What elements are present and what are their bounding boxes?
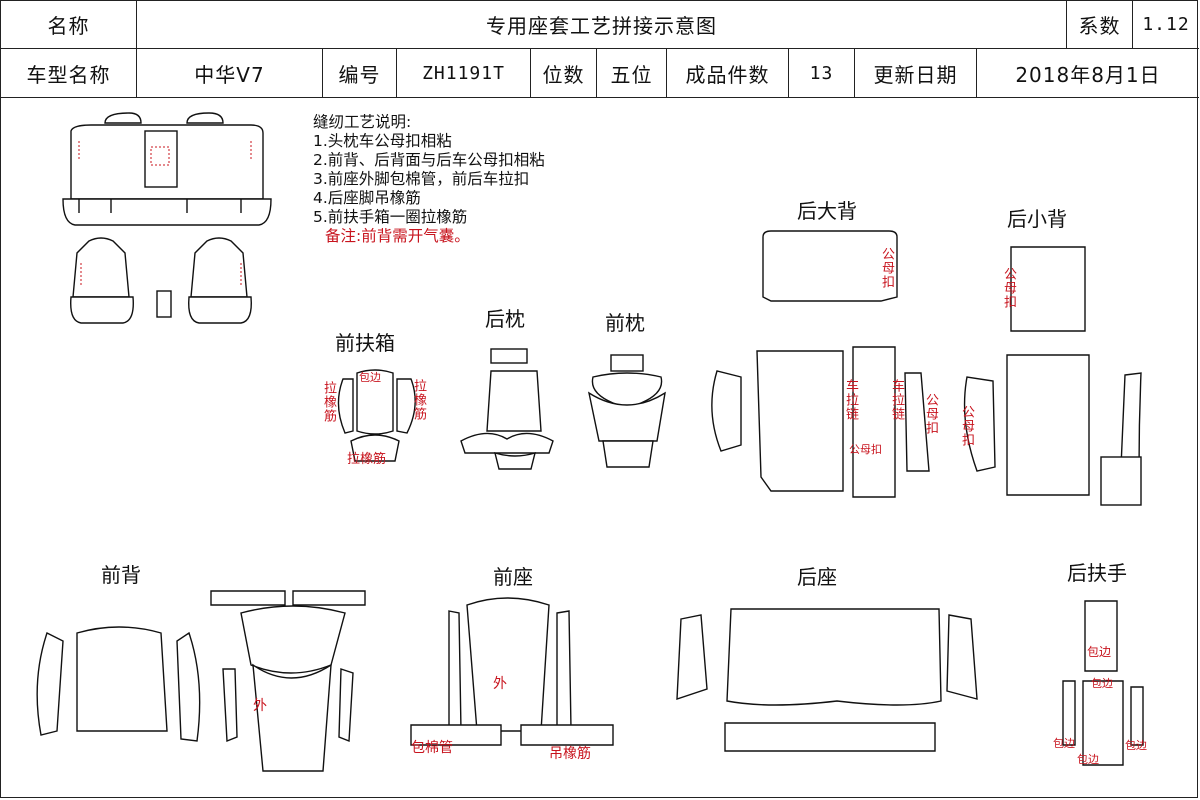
pieces-label: 成品件数 [667, 49, 789, 98]
section-rear-small-back: 后小背 [1007, 207, 1067, 231]
model-label: 车型名称 [1, 49, 137, 98]
rear-armrest-pieces [1062, 600, 1144, 766]
anno-binding-armrest-mid: 包边 [1091, 677, 1113, 690]
seats-value: 五位 [597, 49, 667, 98]
rear-seat-pieces [676, 608, 978, 752]
anno-cotton-tube: 包棉管 [411, 740, 453, 756]
anno-binding-armrest-top: 包边 [1087, 645, 1112, 659]
page-title: 专用座套工艺拼接示意图 [137, 1, 1067, 49]
front-back-pieces [36, 590, 366, 772]
note-item: 2.前背、后背面与后车公母扣相粘 [313, 151, 545, 169]
anno-binding-armrest-right: 包边 [1125, 739, 1147, 752]
anno-elastic-bottom: 拉橡筋 [347, 452, 387, 467]
pieces-value: 13 [789, 49, 855, 98]
anno-elastic-left: 拉橡筋 [321, 381, 336, 423]
anno-snap-bottom: 公母扣 [849, 443, 882, 456]
note-item: 5.前扶手箱一圈拉橡筋 [313, 208, 468, 226]
seats-label: 位数 [531, 49, 597, 98]
anno-outer-back: 外 [253, 698, 267, 714]
overview-front-seats [70, 237, 252, 324]
anno-snap-small-back: 公母扣 [1001, 267, 1016, 309]
sewing-notes: 缝纫工艺说明: 1.头枕车公母扣相粘 2.前背、后背面与后车公母扣相粘 3.前座… [313, 113, 545, 246]
anno-zipper-right: 车拉链 [889, 379, 904, 421]
notes-remark: 备注:前背需开气囊。 [325, 227, 470, 245]
note-item: 1.头枕车公母扣相粘 [313, 132, 452, 150]
anno-binding-armrest-left: 包边 [1053, 737, 1075, 750]
anno-binding: 包边 [359, 371, 381, 384]
rear-pillow-pieces [460, 348, 554, 470]
date-label: 更新日期 [855, 49, 977, 98]
rear-big-back-pieces [711, 230, 930, 498]
note-item: 3.前座外脚包棉管，前后车拉扣 [313, 170, 530, 188]
section-front-pillow: 前枕 [605, 311, 645, 335]
section-rear-armrest: 后扶手 [1067, 561, 1127, 585]
note-item: 4.后座脚吊橡筋 [313, 189, 421, 207]
anno-snap-side: 公母扣 [923, 393, 938, 435]
coefficient-label: 系数 [1067, 1, 1133, 49]
code-value: ZH1191T [397, 49, 531, 98]
rear-small-back-pieces [963, 246, 1142, 506]
section-front-back: 前背 [101, 563, 141, 587]
anno-hang-elastic: 吊橡筋 [549, 746, 591, 762]
front-armrest-pieces [337, 369, 416, 462]
date-value: 2018年8月1日 [977, 49, 1199, 98]
anno-zipper-left: 车拉链 [843, 379, 858, 421]
anno-snap-small-side: 公母扣 [959, 405, 974, 447]
overview-rear-seat [62, 112, 272, 226]
front-pillow-pieces [587, 354, 666, 468]
anno-binding-armrest-bottom: 包边 [1077, 753, 1099, 766]
section-rear-seat: 后座 [797, 565, 837, 589]
anno-elastic-right: 拉橡筋 [411, 379, 426, 421]
section-rear-pillow: 后枕 [485, 307, 525, 331]
anno-snap-big-back: 公母扣 [879, 247, 894, 289]
model-value: 中华V7 [137, 49, 323, 98]
front-seat-pieces [410, 597, 614, 746]
section-rear-big-back: 后大背 [797, 199, 857, 223]
section-front-seat: 前座 [493, 565, 533, 589]
name-label: 名称 [1, 1, 137, 49]
code-label: 编号 [323, 49, 397, 98]
coefficient-value: 1.12 [1133, 1, 1199, 49]
section-front-armrest: 前扶箱 [335, 331, 395, 355]
notes-title: 缝纫工艺说明: [313, 113, 412, 131]
anno-outer-seat: 外 [493, 676, 507, 692]
